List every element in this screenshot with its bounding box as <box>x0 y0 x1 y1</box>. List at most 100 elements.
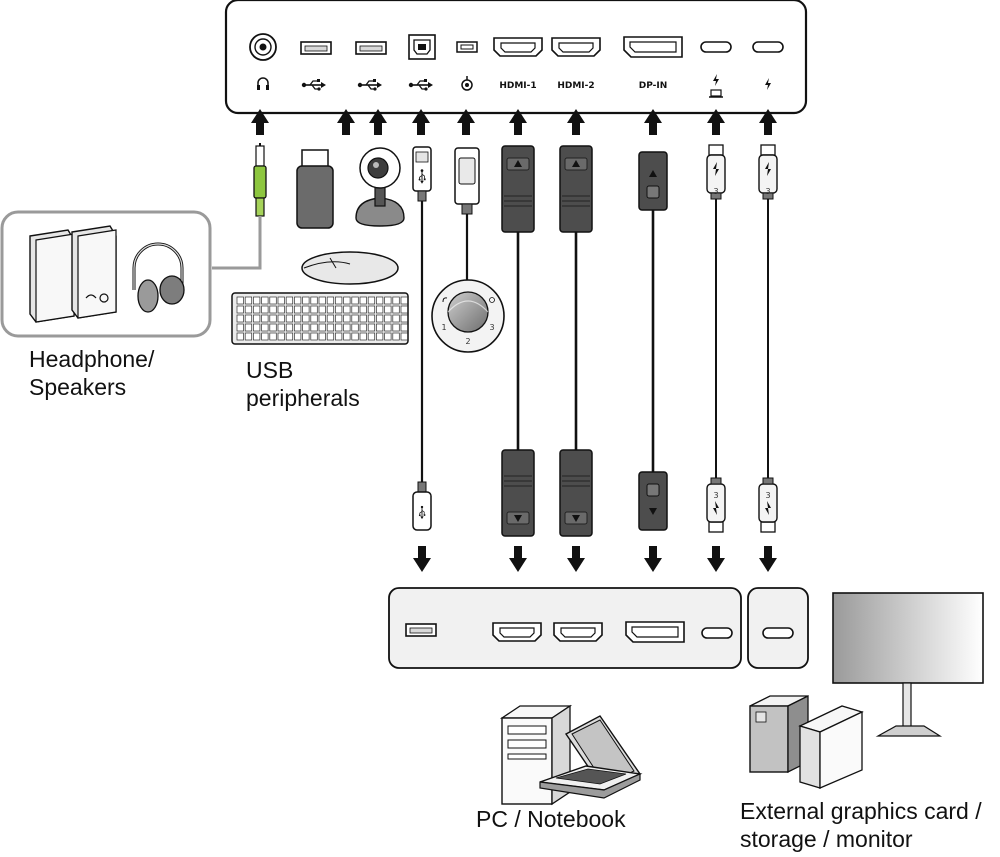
keyboard-key <box>326 314 335 323</box>
keyboard-key <box>294 314 302 323</box>
arrow-down-thunderbolt-1 <box>707 546 725 572</box>
keyboard-key <box>236 296 244 305</box>
puck-cable-plug <box>454 147 480 284</box>
external-caption-line2: storage / monitor <box>740 826 913 852</box>
hdmi-1-label: HDMI-1 <box>499 81 536 91</box>
keyboard-key <box>302 296 310 305</box>
thunderbolt-cable-2-version-lower: 3 <box>765 491 770 500</box>
keyboard-key <box>244 332 253 341</box>
pc-hdmi-port-1 <box>492 622 542 642</box>
keyboard-key <box>335 296 343 305</box>
keyboard-key <box>335 332 343 341</box>
keyboard-key <box>277 323 285 332</box>
keyboard-key <box>400 305 408 314</box>
keyboard-key <box>261 323 269 332</box>
headphone-caption-line2: Speakers <box>29 374 127 400</box>
keyboard-key <box>367 305 376 314</box>
keyboard-key <box>261 332 269 341</box>
pc-thunderbolt-port <box>701 627 733 639</box>
headphone-caption-line1: Headphone/ <box>29 346 155 372</box>
keyboard-key <box>400 323 408 332</box>
keyboard-key <box>392 305 400 314</box>
keyboard-key <box>384 305 392 314</box>
keyboard-key <box>285 296 294 305</box>
arrow-down-usb <box>413 546 431 572</box>
keyboard-key <box>236 323 244 332</box>
headset-icon <box>132 242 185 313</box>
keyboard-key <box>326 323 335 332</box>
keyboard-key <box>376 296 384 305</box>
keyboard-key <box>318 323 326 332</box>
laptop-charge-icon <box>709 89 723 98</box>
keyboard-key <box>359 296 367 305</box>
keyboard-key <box>261 314 269 323</box>
dp-in-label: DP-IN <box>639 81 668 91</box>
keyboard-key <box>326 305 335 314</box>
arrow-down-hdmi-2 <box>567 546 585 572</box>
keyboard-key <box>359 314 367 323</box>
keyboard-key <box>335 305 343 314</box>
hdmi-2-cable <box>559 145 593 537</box>
thunderbolt-cable-1-version-lower: 3 <box>713 491 718 500</box>
keyboard-key <box>326 332 335 341</box>
puck-button-3: 3 <box>489 323 494 332</box>
keyboard-key <box>343 296 351 305</box>
keyboard-key <box>400 314 408 323</box>
hdmi-2-label: HDMI-2 <box>557 81 594 91</box>
usb-downstream-port-2 <box>355 41 387 55</box>
keyboard-key <box>302 314 310 323</box>
keyboard-key <box>376 323 384 332</box>
headphone-icon <box>257 77 269 90</box>
puck-icon <box>461 76 473 91</box>
keyboard-key <box>269 332 277 341</box>
pc-hdmi-port-2 <box>553 622 603 642</box>
thunderbolt-cable-2-version: 3 <box>765 187 770 196</box>
keyboard-key <box>310 323 318 332</box>
usb-caption-line2: peripherals <box>246 385 360 411</box>
monitor-icon <box>832 592 984 737</box>
keyboard-key <box>367 332 376 341</box>
notebook-icon <box>539 715 643 799</box>
displayport-cable <box>638 151 668 531</box>
hotkey-puck-port <box>456 41 478 53</box>
keyboard-key <box>392 323 400 332</box>
keyboard-key <box>269 314 277 323</box>
keyboard-key <box>253 332 261 341</box>
keyboard-key <box>376 314 384 323</box>
external-thunderbolt-port <box>762 627 794 639</box>
keyboard-key <box>318 332 326 341</box>
pc-notebook-caption: PC / Notebook <box>476 806 626 832</box>
keyboard-key <box>310 305 318 314</box>
keyboard-key <box>285 332 294 341</box>
keyboard-key <box>384 323 392 332</box>
keyboard-key <box>367 323 376 332</box>
webcam-icon <box>355 147 405 227</box>
keyboard-key <box>343 314 351 323</box>
keyboard-key <box>326 296 335 305</box>
keyboard-key <box>351 296 359 305</box>
hdmi-2-port <box>551 37 601 57</box>
keyboard-key <box>244 314 253 323</box>
keyboard-key <box>384 296 392 305</box>
keyboard-key <box>392 314 400 323</box>
keyboard-key <box>359 305 367 314</box>
keyboard-key <box>244 323 253 332</box>
keyboard-key <box>253 323 261 332</box>
keyboard-key <box>392 332 400 341</box>
keyboard-key <box>244 296 253 305</box>
thunderbolt-port-2 <box>752 41 784 53</box>
thunderbolt-cable-1: 3 3 <box>706 144 726 533</box>
keyboard-key <box>367 314 376 323</box>
keyboard-key <box>400 296 408 305</box>
keyboard-key <box>384 332 392 341</box>
keyboard-key <box>367 296 376 305</box>
keyboard-key <box>302 332 310 341</box>
keyboard-key <box>384 314 392 323</box>
keyboard-key <box>351 314 359 323</box>
mouse-icon <box>301 251 399 285</box>
headphone-port <box>249 33 277 61</box>
external-caption-line1: External graphics card / <box>740 798 982 824</box>
keyboard-key <box>261 305 269 314</box>
keyboard-key <box>277 332 285 341</box>
keyboard-key <box>277 314 285 323</box>
